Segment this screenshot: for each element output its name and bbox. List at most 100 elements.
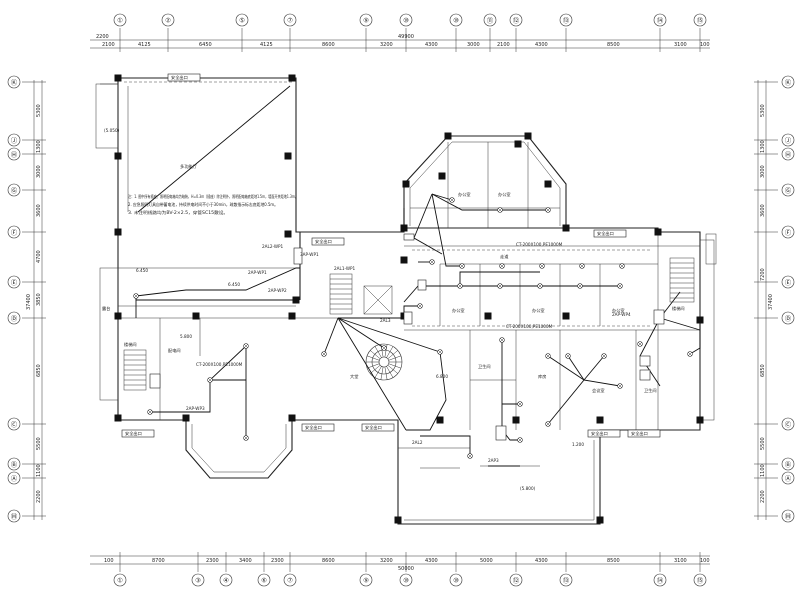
- axis-bubble-right-label: Ⓕ: [785, 228, 792, 236]
- elevation-label: 6.450: [136, 268, 148, 273]
- axis-bubble-top: ⑦: [283, 13, 297, 27]
- light-fixture-icon: [545, 207, 551, 213]
- axis-bubble-right-label: Ⓒ: [785, 420, 792, 428]
- light-fixture-icon: [497, 283, 503, 289]
- axis-bubble-right: Ⓑ: [781, 457, 795, 471]
- dimension-label: 4125: [138, 42, 151, 48]
- axis-bubble-bottom-label: ⑬: [563, 576, 570, 584]
- light-fixture-icon: [537, 283, 543, 289]
- axis-bubble-top-label: ⑪: [487, 16, 494, 24]
- axis-bubble-bottom-label: ⑥: [261, 576, 267, 584]
- exit-sign-label: 安全出口: [597, 230, 614, 237]
- light-fixture-icon: [457, 283, 463, 289]
- dimension-label: 100: [700, 558, 710, 564]
- exit-sign-label: 安全出口: [305, 424, 322, 431]
- light-fixture-icon: [545, 353, 551, 359]
- axis-bubble-top-label: ⑮: [697, 16, 704, 24]
- axis-bubble-left: Ⓙ: [7, 133, 21, 147]
- column: [562, 312, 570, 320]
- room-label: 会议室: [592, 387, 605, 394]
- axis-bubble-right-label: Ⓚ: [785, 78, 792, 86]
- dimension-label: 1300: [760, 140, 766, 153]
- column: [512, 416, 520, 424]
- axis-bubble-top-label: ⑭: [657, 16, 664, 24]
- room-label: 办公室: [612, 307, 625, 314]
- light-fixture-icon: [499, 337, 505, 343]
- elevation-label: 5.800: [180, 334, 192, 339]
- axis-bubble-left: Ⓐ: [7, 471, 21, 485]
- dimension-label: 2300: [206, 558, 219, 564]
- light-fixture-icon: [517, 437, 523, 443]
- axis-bubble-right: Ⓐ: [781, 471, 795, 485]
- dimension-label: 3000: [36, 165, 42, 178]
- column: [654, 228, 662, 236]
- dimension-label: 4700: [36, 250, 42, 263]
- column: [284, 230, 292, 238]
- axis-bubble-bottom-label: ①: [117, 576, 123, 584]
- room-label: 办公室: [458, 191, 471, 198]
- axis-bubble-right: Ⓜ: [781, 509, 795, 523]
- light-fixture-icon: [147, 409, 153, 415]
- light-fixture-icon: [565, 353, 571, 359]
- dimension-label: 5300: [36, 104, 42, 117]
- axis-bubble-bottom: ⑫: [509, 573, 523, 587]
- axis-bubble-top: ⑩: [449, 13, 463, 27]
- light-fixture-icon: [617, 283, 623, 289]
- light-fixture-icon: [321, 351, 327, 357]
- busway-label: CT-200X100,PE1000M: [196, 362, 243, 367]
- axis-bubble-top: ②: [161, 13, 175, 27]
- exit-sign-label: 安全出口: [171, 74, 188, 81]
- column: [400, 256, 408, 264]
- axis-bubble-left-label: Ⓐ: [11, 474, 18, 482]
- axis-bubble-top-label: ⑤: [239, 16, 245, 24]
- column: [114, 312, 122, 320]
- panel-label: 2AP3: [488, 458, 499, 463]
- column: [596, 516, 604, 524]
- structural-columns: [114, 74, 704, 524]
- dimension-label: 2200: [760, 490, 766, 503]
- light-fixture-icon: [617, 383, 623, 389]
- axis-bubble-right-label: Ⓓ: [785, 314, 792, 322]
- axis-bubble-top: ⑩: [399, 13, 413, 27]
- dimension-label: 6850: [760, 364, 766, 377]
- light-fixture-icon: [539, 263, 545, 269]
- axis-bubble-left: Ⓜ: [7, 509, 21, 523]
- axis-bubble-bottom: ⑥: [257, 573, 271, 587]
- elevation-label: 1.200: [572, 442, 584, 447]
- axis-bubble-top-label: ⑫: [513, 16, 520, 24]
- dimension-label: 1300: [36, 140, 42, 153]
- wiring-lines: [127, 85, 701, 467]
- top-left-offset: 2200: [96, 34, 109, 40]
- panel-label: 2AP-WP3: [186, 406, 205, 411]
- elevation-label: (5.050): [104, 128, 120, 133]
- column: [288, 74, 296, 82]
- exit-sign-icon: 安全出口: [593, 229, 627, 238]
- dimension-label: 8600: [322, 558, 335, 564]
- axis-bubble-left: Ⓗ: [7, 147, 21, 161]
- exit-signs: 安全出口安全出口安全出口安全出口安全出口安全出口安全出口安全出口: [121, 73, 661, 438]
- dimension-label: 2200: [36, 490, 42, 503]
- dimension-label: 6850: [36, 364, 42, 377]
- axis-bubble-bottom: ④: [219, 573, 233, 587]
- room-label: 大堂: [350, 373, 358, 380]
- column: [114, 152, 122, 160]
- light-fixture-icon: [577, 283, 583, 289]
- axis-bubble-left-label: Ⓚ: [11, 78, 18, 86]
- axis-bubble-right: Ⓔ: [781, 275, 795, 289]
- light-fixture-icon: [133, 293, 139, 299]
- column: [182, 414, 190, 422]
- light-fixture-icon: [459, 263, 465, 269]
- dimension-label: 4125: [260, 42, 273, 48]
- column: [484, 312, 492, 320]
- axis-bubble-bottom: ⑩: [399, 573, 413, 587]
- axis-bubble-right: Ⓚ: [781, 75, 795, 89]
- distribution-panels: [149, 233, 665, 441]
- column: [394, 516, 402, 524]
- room-label: 库房: [538, 373, 546, 380]
- column: [514, 140, 522, 148]
- axis-bubble-bottom-label: ⑫: [513, 576, 520, 584]
- light-fixture-icon: [497, 207, 503, 213]
- axis-bubble-left-label: Ⓖ: [11, 186, 18, 194]
